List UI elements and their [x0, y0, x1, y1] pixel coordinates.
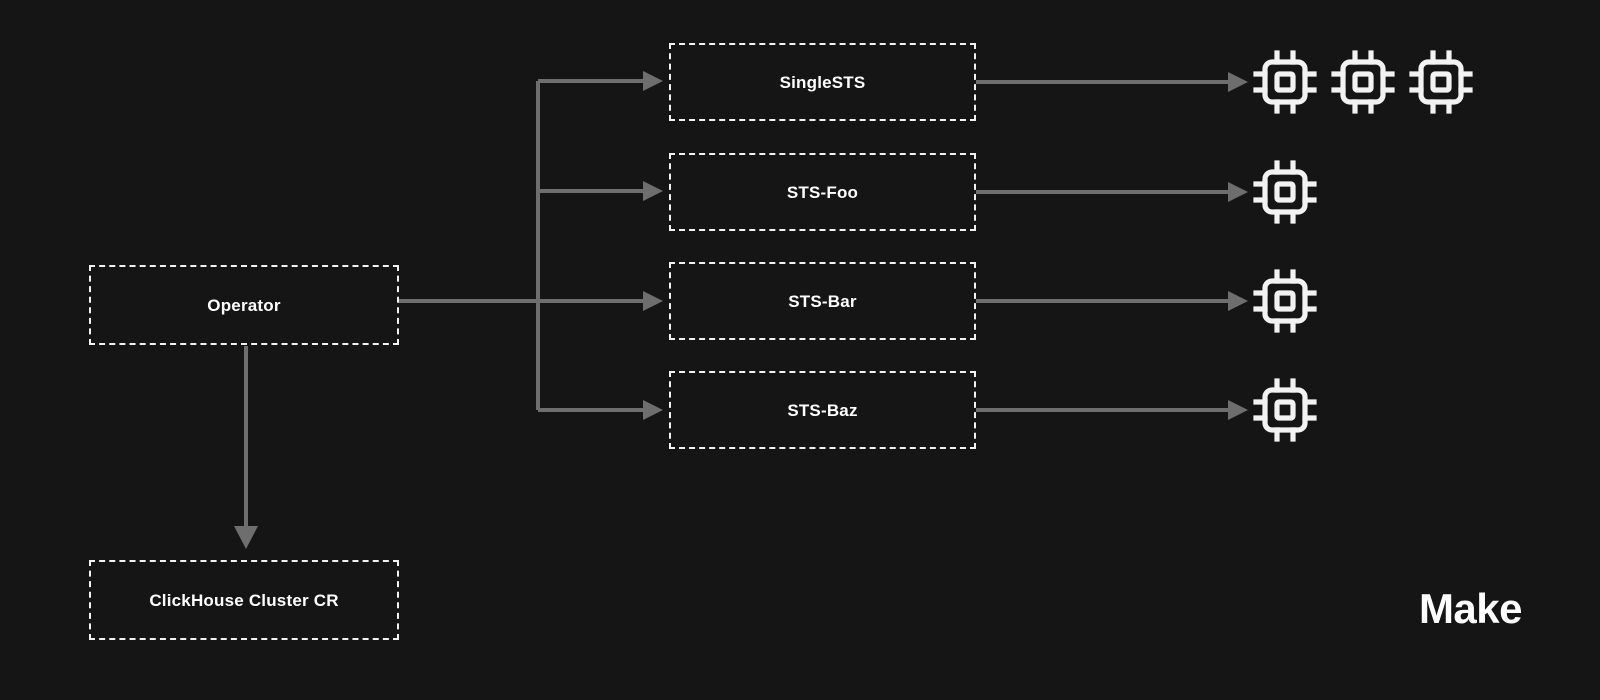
node-clickhouse-cluster-cr-label: ClickHouse Cluster CR	[149, 590, 339, 610]
arrowhead-sts-2	[643, 291, 663, 311]
node-statefulset-singlests[interactable]: SingleSTS	[669, 43, 976, 121]
node-statefulset-label: STS-Foo	[786, 182, 859, 202]
cpu-icon	[1251, 158, 1319, 226]
node-statefulset-label: SingleSTS	[779, 72, 866, 92]
arrowhead-sts-1	[643, 181, 663, 201]
node-statefulset-label: STS-Baz	[787, 400, 858, 420]
node-operator-label: Operator	[207, 295, 281, 315]
arrowhead-sts-3	[643, 400, 663, 420]
node-statefulset-sts-bar[interactable]: STS-Bar	[669, 262, 976, 340]
brand-wordmark: Make	[1418, 585, 1523, 632]
arrowhead-pods-0	[1228, 72, 1248, 92]
arrowhead-pods-2	[1228, 291, 1248, 311]
cpu-icon	[1251, 376, 1319, 444]
node-clickhouse-cluster-cr[interactable]: ClickHouse Cluster CR	[89, 560, 399, 640]
arrowhead-sts-0	[643, 71, 663, 91]
cpu-icon	[1407, 48, 1475, 116]
cpu-icon	[1251, 48, 1319, 116]
arrowhead-pods-3	[1228, 400, 1248, 420]
node-operator[interactable]: Operator	[89, 265, 399, 345]
cpu-icon	[1329, 48, 1397, 116]
arrowhead-cluster-cr	[234, 526, 258, 549]
arrowhead-pods-1	[1228, 182, 1248, 202]
cpu-icon	[1251, 267, 1319, 335]
node-statefulset-sts-foo[interactable]: STS-Foo	[669, 153, 976, 231]
node-statefulset-sts-baz[interactable]: STS-Baz	[669, 371, 976, 449]
node-statefulset-label: STS-Bar	[788, 291, 857, 311]
